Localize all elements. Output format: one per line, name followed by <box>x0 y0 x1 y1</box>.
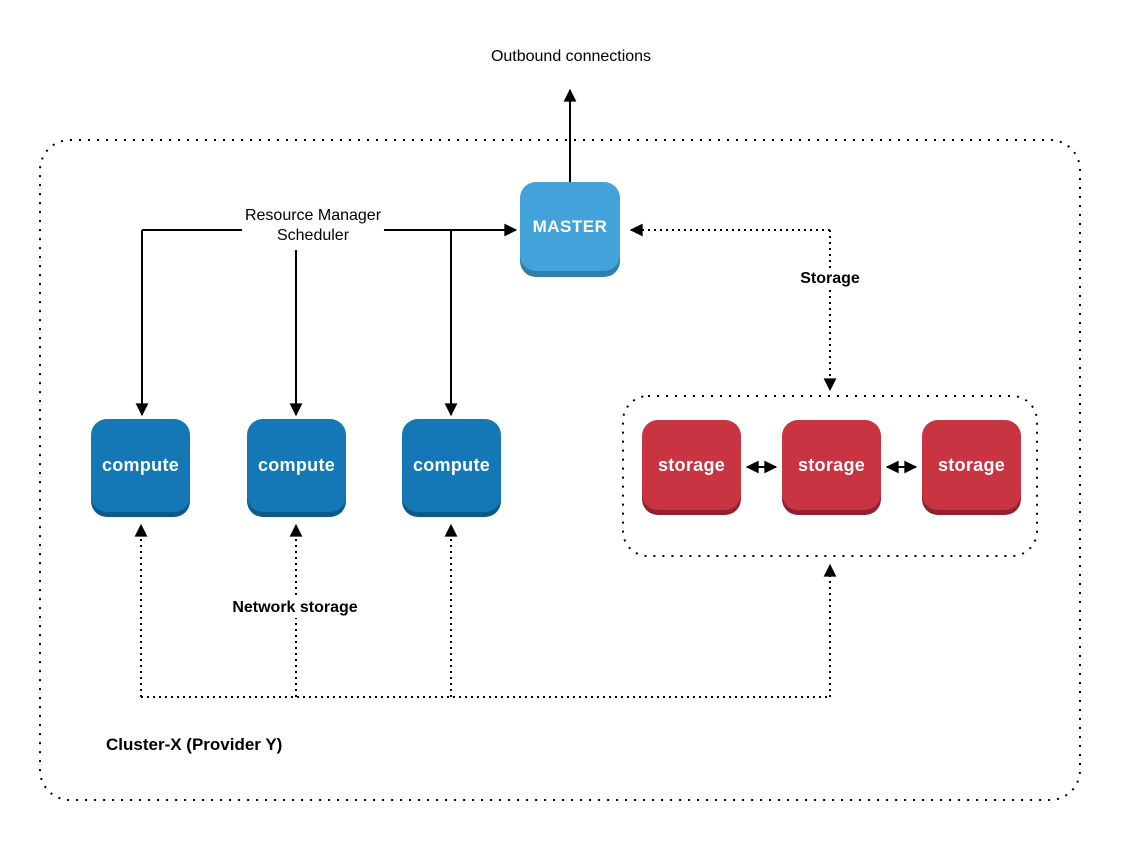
network-storage-label: Network storage <box>227 598 363 618</box>
compute-node-label: compute <box>101 455 180 475</box>
storage-flow-label: Storage <box>795 269 865 289</box>
compute-node-1: compute <box>91 419 190 512</box>
compute-node-label: compute <box>257 455 336 475</box>
resource-manager-label-line2: Scheduler <box>276 227 350 244</box>
storage-node-label: storage <box>937 454 1006 475</box>
storage-node-1: storage <box>642 420 741 510</box>
compute-node-2: compute <box>247 419 346 512</box>
compute-node-3: compute <box>402 419 501 512</box>
compute-node-label: compute <box>412 455 491 475</box>
storage-node-label: storage <box>797 454 866 475</box>
storage-node-label: storage <box>657 454 726 475</box>
resource-manager-label-line1: Resource Manager <box>244 207 382 224</box>
storage-node-2: storage <box>782 420 881 510</box>
storage-group-boundary <box>622 395 1038 557</box>
master-node-label: MASTER <box>532 216 608 236</box>
resource-manager-scheduler-label: Resource Manager Scheduler <box>241 205 385 250</box>
outbound-connections-label: Outbound connections <box>490 48 652 65</box>
storage-node-3: storage <box>922 420 1021 510</box>
cluster-title-label: Cluster-X (Provider Y) <box>106 735 283 754</box>
master-node: MASTER <box>520 182 620 271</box>
